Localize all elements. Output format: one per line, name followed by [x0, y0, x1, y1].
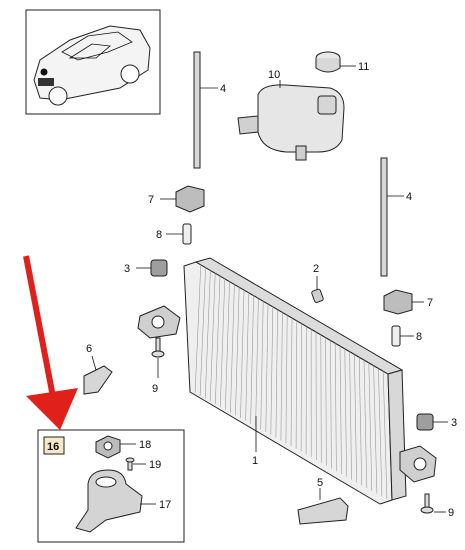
bracket-right — [383, 289, 413, 315]
callout-10: 10 — [268, 69, 280, 81]
radiator-fins — [194, 264, 388, 500]
radiator-fin — [290, 317, 293, 447]
car-front-wheel — [48, 86, 68, 106]
radiator-fin — [330, 340, 332, 469]
car-roof-outline — [61, 31, 133, 61]
callout-3-left: 3 — [124, 263, 130, 275]
callout-17: 17 — [159, 499, 171, 511]
radiator-fin — [373, 365, 378, 494]
radiator-fin — [300, 323, 302, 452]
radiator-fin — [260, 301, 264, 430]
radiator-fin — [285, 315, 288, 444]
callout-3-right: 3 — [451, 417, 457, 429]
callout-1: 1 — [252, 455, 258, 467]
temperature-sensor — [311, 288, 324, 303]
pin-left — [182, 223, 192, 245]
radiator-fin — [382, 371, 388, 500]
detail-mount-18 — [95, 435, 121, 459]
mount-right — [416, 413, 434, 431]
callout-7-left: 7 — [148, 194, 154, 206]
leader-lines — [91, 65, 448, 513]
callout-5: 5 — [317, 477, 323, 489]
red-arrow — [23, 255, 78, 430]
radiator-fin — [363, 359, 368, 489]
radiator-fin — [344, 348, 347, 477]
callout-4-left: 4 — [220, 83, 226, 95]
callout-8-right: 8 — [416, 331, 422, 343]
callout-box-16 — [43, 436, 65, 455]
air-guide-left — [83, 365, 113, 395]
bolt-left — [151, 337, 165, 358]
radiator-fin — [349, 351, 352, 480]
radiator-fin — [204, 270, 211, 399]
bracket-left — [175, 185, 205, 213]
radiator-fin — [199, 267, 206, 396]
radiator-fin — [209, 273, 216, 402]
radiator-fin — [295, 320, 298, 449]
radiator-fin — [230, 284, 235, 413]
bolt-right — [420, 493, 434, 514]
callout-18: 18 — [139, 439, 151, 451]
detail-bracket-17 — [75, 469, 143, 533]
radiator-fin — [378, 368, 383, 497]
callout-11: 11 — [358, 61, 369, 73]
radiator-fin — [250, 295, 254, 424]
radiator-fin — [320, 334, 322, 463]
radiator-fin — [354, 354, 357, 483]
expansion-tank — [237, 84, 345, 161]
car-rear-wheel — [120, 64, 140, 84]
callout-8-left: 8 — [156, 229, 162, 241]
radiator-fin — [245, 292, 250, 421]
radiator-fin — [358, 357, 362, 486]
rod-left — [193, 51, 201, 169]
radiator-fin — [368, 362, 373, 491]
rod-right — [380, 157, 388, 277]
mount-left — [150, 259, 168, 277]
callout-labels: 4 4 10 11 7 7 8 8 3 3 2 1 5 6 9 9 16 18 … — [47, 61, 457, 519]
air-guide-bottom — [297, 497, 349, 525]
car-grille — [38, 78, 54, 86]
radiator-fin — [275, 309, 278, 438]
callout-4-right: 4 — [406, 191, 412, 203]
pin-right — [391, 325, 401, 347]
radiator-fin — [334, 343, 337, 472]
callout-7-right: 7 — [427, 297, 433, 309]
radiator-fin — [265, 303, 269, 433]
radiator-fin — [240, 289, 245, 419]
detail-box — [37, 429, 185, 543]
car-thumbnail — [25, 9, 161, 115]
radiator-fin — [215, 275, 221, 405]
callout-16: 16 — [47, 441, 59, 453]
radiator-fin — [225, 281, 230, 410]
callout-2: 2 — [313, 263, 319, 275]
radiator-fin — [270, 306, 274, 435]
callout-9-right: 9 — [448, 507, 454, 519]
radiator-fin — [325, 337, 327, 466]
radiator-fin — [255, 298, 259, 427]
car-windshield — [68, 43, 111, 59]
callout-9-left: 9 — [152, 383, 158, 395]
radiator-fin — [339, 345, 342, 475]
car-location-marker — [40, 68, 48, 76]
radiator-fin — [235, 287, 240, 416]
radiator-fin — [220, 278, 226, 407]
callout-6: 6 — [86, 343, 92, 355]
tank-cap — [315, 51, 341, 73]
radiator — [137, 257, 437, 505]
radiator-fin — [194, 264, 202, 393]
detail-screw-19 — [125, 457, 135, 471]
radiator-fin — [280, 312, 283, 441]
callout-19: 19 — [149, 459, 161, 471]
